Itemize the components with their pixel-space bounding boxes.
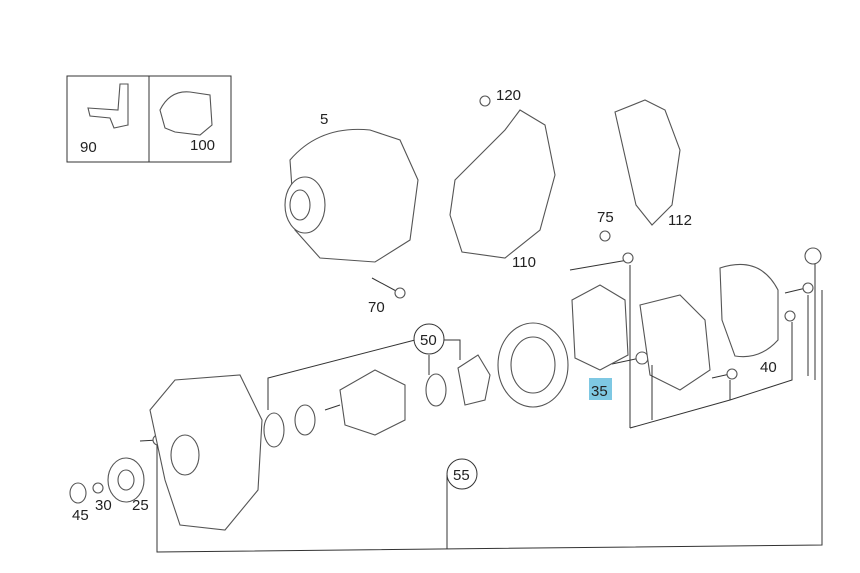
front-bearing[interactable] <box>263 404 316 448</box>
label-90[interactable]: 90 <box>80 139 97 156</box>
label-5[interactable]: 5 <box>320 111 328 128</box>
callout-circle-55 <box>446 458 478 490</box>
callout-circle-50 <box>413 323 445 355</box>
label-30[interactable]: 30 <box>95 497 112 514</box>
drive-end-housing[interactable] <box>149 374 263 531</box>
rotor[interactable] <box>324 369 406 436</box>
alternator-assembly[interactable] <box>284 128 419 263</box>
label-40[interactable]: 40 <box>760 359 777 376</box>
label-35[interactable]: 35 <box>591 383 608 400</box>
label-55[interactable]: 55 <box>453 467 470 484</box>
label-70[interactable]: 70 <box>368 299 385 316</box>
rear-cover[interactable] <box>719 264 779 358</box>
bolts <box>139 230 822 446</box>
cover-plate[interactable] <box>614 99 681 226</box>
mounting-bracket[interactable] <box>449 95 556 259</box>
label-100[interactable]: 100 <box>190 137 215 154</box>
label-120[interactable]: 120 <box>496 87 521 104</box>
label-75[interactable]: 75 <box>597 209 614 226</box>
label-25[interactable]: 25 <box>132 497 149 514</box>
label-110[interactable]: 110 <box>512 254 536 271</box>
stator[interactable] <box>497 322 569 408</box>
pulley[interactable] <box>69 457 145 504</box>
voltage-regulator[interactable] <box>571 284 629 371</box>
highlight-35 <box>589 378 612 400</box>
leader-lines <box>156 264 823 553</box>
bearing-set[interactable] <box>425 354 491 407</box>
label-45[interactable]: 45 <box>72 507 89 524</box>
inset-box <box>66 75 232 163</box>
label-50[interactable]: 50 <box>420 332 437 349</box>
rectifier[interactable] <box>639 294 711 391</box>
label-112[interactable]: 112 <box>668 212 692 229</box>
